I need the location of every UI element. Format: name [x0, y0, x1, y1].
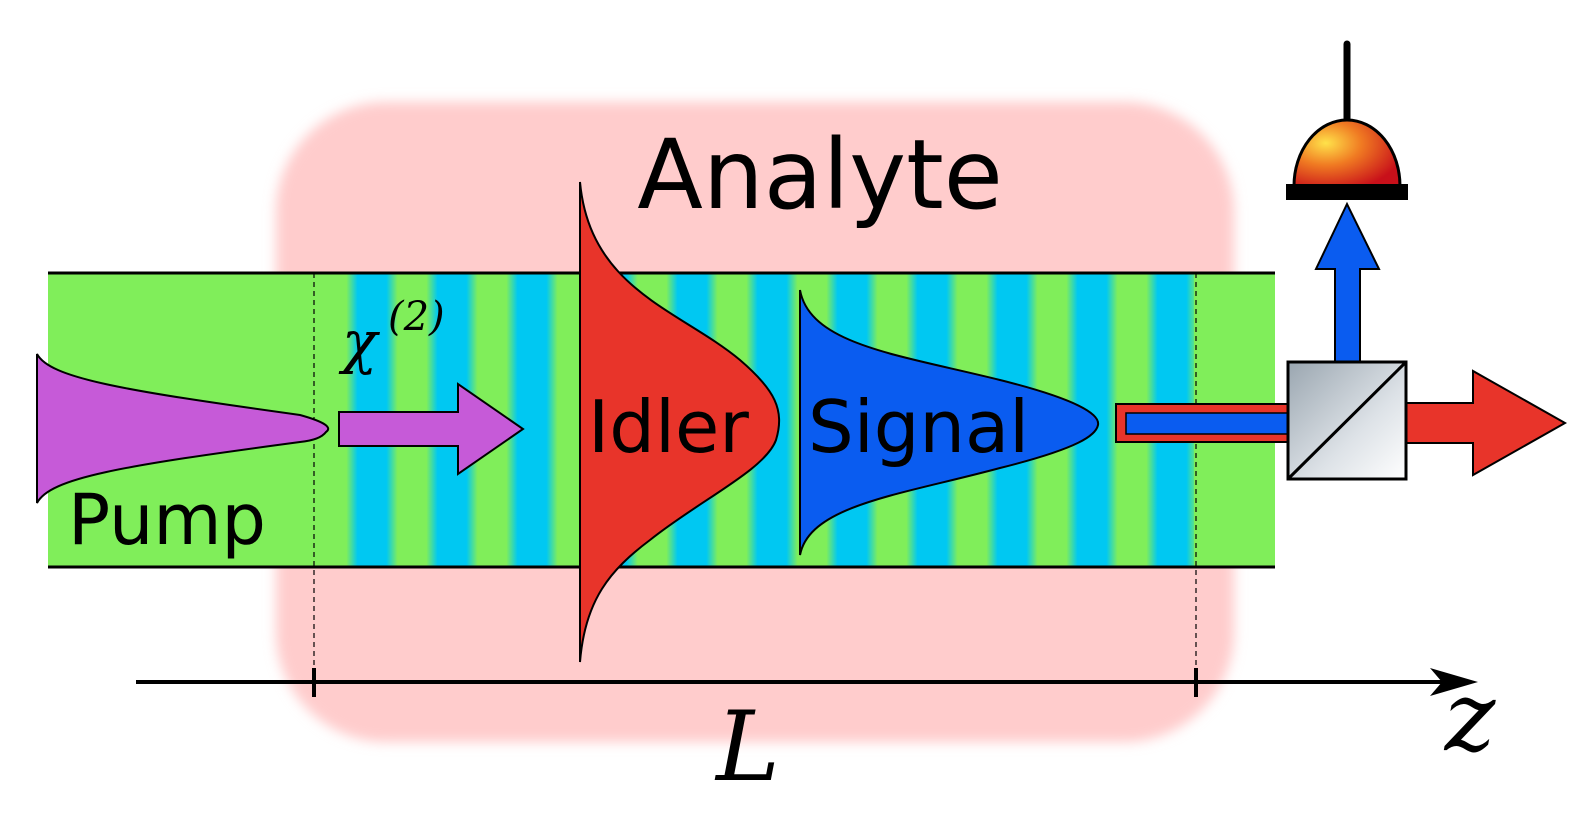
analyte-label: Analyte [637, 119, 1003, 231]
signal-pulse [799, 289, 1100, 556]
chi-symbol: χ [338, 308, 380, 376]
length-label: L [714, 691, 780, 803]
chi-superscript: (2) [388, 294, 445, 340]
photodetector-icon [1286, 40, 1408, 200]
pump-pulse [36, 353, 330, 504]
signal-label: Signal [808, 385, 1029, 469]
signal-output-arrow [1314, 201, 1381, 363]
idler-label: Idler [588, 385, 749, 469]
beamsplitter-cube-icon [1286, 360, 1408, 481]
axis-label: z [1444, 661, 1497, 773]
propagation-arrow [338, 382, 525, 476]
idler-output-arrow [1405, 369, 1568, 477]
output-beam [1115, 403, 1293, 443]
z-axis [136, 668, 1478, 697]
idler-pulse [579, 181, 781, 663]
pump-label: Pump [68, 479, 266, 561]
